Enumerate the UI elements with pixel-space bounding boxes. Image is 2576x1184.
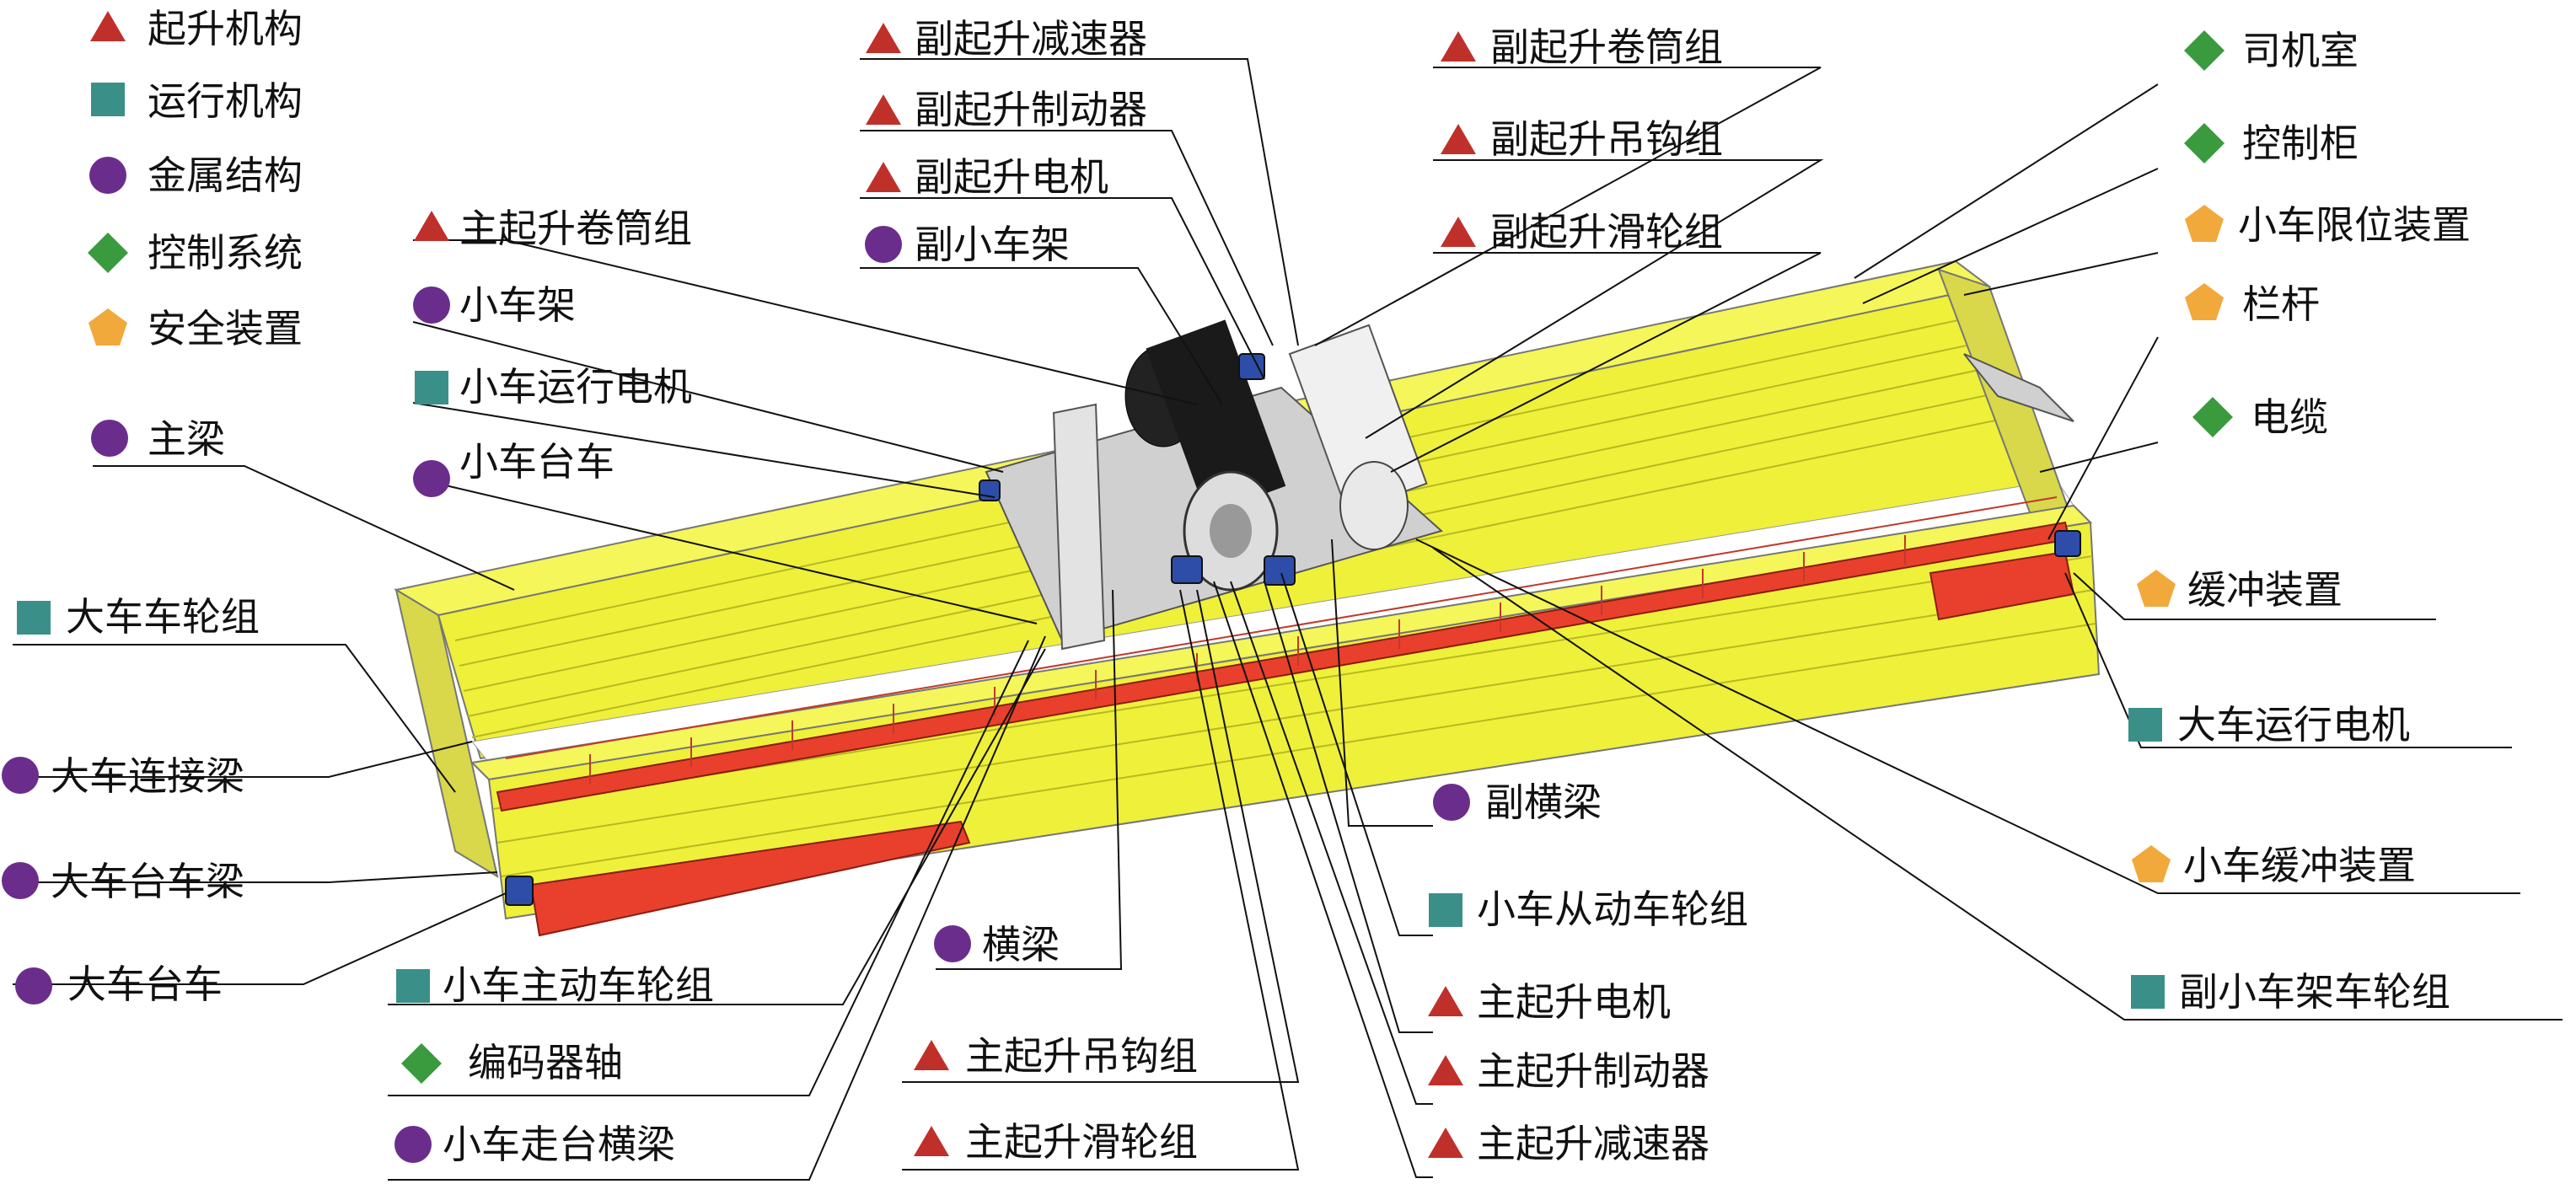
circle-icon bbox=[91, 420, 128, 457]
label-trolley-buffer: 小车缓冲装置 bbox=[2183, 843, 2416, 888]
circle-icon bbox=[89, 157, 126, 194]
pentagon-icon bbox=[2185, 205, 2224, 242]
aux-drum-shape bbox=[1288, 324, 1428, 550]
triangle-icon bbox=[1441, 124, 1476, 154]
triangle-icon bbox=[866, 94, 901, 125]
front-walkway bbox=[529, 820, 971, 937]
label-main-girder: 主梁 bbox=[148, 416, 225, 462]
label-cab: 司机室 bbox=[2242, 28, 2359, 73]
label-control-cabinet: 控制柜 bbox=[2242, 121, 2359, 166]
diamond-icon bbox=[2192, 397, 2233, 437]
triangle-icon bbox=[1441, 217, 1476, 247]
pentagon-icon bbox=[2132, 845, 2171, 882]
label-main-hoist-reducer: 主起升减速器 bbox=[1477, 1121, 1709, 1166]
callouts: 主梁 主起升卷筒组 小车架 小车运行电机 小车台车 大车车轮组 大车连接梁 大车… bbox=[2, 16, 2471, 1167]
label-main-hoist-brake: 主起升制动器 bbox=[1477, 1048, 1709, 1094]
label-crane-travel-motor: 大车运行电机 bbox=[2177, 702, 2410, 747]
label-trolley-bogie: 小车台车 bbox=[459, 439, 614, 485]
square-icon bbox=[17, 601, 51, 635]
pentagon-icon bbox=[89, 308, 127, 346]
label-trolley-driven-wheel: 小车从动车轮组 bbox=[1477, 887, 1748, 932]
triangle-icon bbox=[914, 1126, 949, 1156]
triangle-icon bbox=[866, 23, 901, 53]
triangle-icon bbox=[1441, 31, 1476, 62]
label-trolley-frame: 小车架 bbox=[459, 282, 576, 328]
label-aux-hoist-drum: 副起升卷筒组 bbox=[1490, 24, 1723, 70]
triangle-icon bbox=[90, 11, 126, 41]
label-cable: 电缆 bbox=[2251, 394, 2328, 440]
legend-item-safety: 安全装置 bbox=[89, 306, 303, 351]
label-main-hook: 主起升吊钩组 bbox=[965, 1033, 1198, 1079]
label-crane-connect-beam: 大车连接梁 bbox=[51, 753, 244, 799]
label-aux-trolley-wheel: 副小车架车轮组 bbox=[2179, 969, 2450, 1015]
trolley-cross-beam-shape bbox=[1052, 403, 1106, 651]
legend: 起升机构 运行机构 金属结构 控制系统 安全装置 bbox=[88, 6, 303, 351]
label-aux-hoist-reducer: 副起升减速器 bbox=[915, 16, 1147, 62]
square-icon bbox=[91, 83, 125, 116]
legend-label: 控制系统 bbox=[148, 230, 303, 276]
legend-item-control: 控制系统 bbox=[88, 230, 303, 276]
diamond-icon bbox=[401, 1043, 442, 1084]
label-aux-hook: 副起升吊钩组 bbox=[1490, 116, 1723, 162]
label-trolley-limit: 小车限位装置 bbox=[2238, 202, 2471, 248]
legend-label: 金属结构 bbox=[148, 153, 303, 198]
legend-item-metal: 金属结构 bbox=[89, 153, 303, 198]
label-cross-beam: 横梁 bbox=[982, 922, 1060, 967]
triangle-icon bbox=[414, 211, 449, 241]
circle-icon bbox=[865, 226, 902, 263]
diamond-icon bbox=[2184, 123, 2224, 163]
circle-icon bbox=[413, 287, 450, 324]
label-trolley-drive-wheel: 小车主动车轮组 bbox=[443, 962, 714, 1008]
pentagon-icon bbox=[2137, 570, 2176, 607]
label-aux-hoist-brake: 副起升制动器 bbox=[915, 87, 1147, 132]
label-buffer: 缓冲装置 bbox=[2187, 567, 2343, 613]
label-encoder-shaft: 编码器轴 bbox=[468, 1040, 623, 1085]
square-icon bbox=[1429, 893, 1462, 927]
front-girder-face bbox=[487, 521, 2101, 920]
legend-label: 起升机构 bbox=[148, 6, 303, 51]
circle-icon bbox=[2, 862, 39, 899]
diamond-icon bbox=[2184, 30, 2224, 71]
circle-icon bbox=[934, 925, 971, 962]
square-icon bbox=[415, 371, 448, 404]
triangle-icon bbox=[1428, 986, 1463, 1016]
label-aux-pulley: 副起升滑轮组 bbox=[1490, 209, 1723, 254]
circle-icon bbox=[394, 1126, 432, 1163]
triangle-icon bbox=[1428, 1055, 1463, 1085]
label-trolley-walkway-beam: 小车走台横梁 bbox=[443, 1122, 675, 1167]
main-drum-shape bbox=[1124, 319, 1286, 592]
circle-icon bbox=[15, 967, 52, 1005]
triangle-icon bbox=[866, 162, 901, 192]
square-icon bbox=[396, 969, 430, 1003]
label-main-hoist-motor: 主起升电机 bbox=[1477, 979, 1671, 1025]
triangle-icon bbox=[1428, 1128, 1463, 1158]
railing-posts bbox=[505, 496, 2058, 784]
triangle-icon bbox=[914, 1040, 949, 1070]
label-railing: 栏杆 bbox=[2242, 281, 2320, 327]
square-icon bbox=[2128, 708, 2162, 742]
crane-illustration bbox=[394, 260, 2101, 937]
label-aux-trolley-frame: 副小车架 bbox=[915, 222, 1070, 267]
square-icon bbox=[2131, 975, 2165, 1009]
legend-label: 运行机构 bbox=[148, 78, 303, 124]
legend-item-travel: 运行机构 bbox=[91, 78, 303, 124]
label-crane-bogie: 大车台车 bbox=[67, 962, 223, 1007]
pentagon-icon bbox=[2185, 283, 2224, 320]
label-main-hoist-drum: 主起升卷筒组 bbox=[459, 206, 692, 251]
label-trolley-travel-motor: 小车运行电机 bbox=[459, 364, 692, 410]
legend-label: 安全装置 bbox=[148, 306, 303, 351]
label-main-pulley: 主起升滑轮组 bbox=[965, 1119, 1198, 1165]
label-crane-bogie-beam: 大车台车梁 bbox=[51, 859, 244, 904]
circle-icon bbox=[413, 460, 450, 497]
right-rail-structure bbox=[1963, 353, 2074, 422]
label-crane-wheel: 大车车轮组 bbox=[66, 594, 260, 640]
circle-icon bbox=[1433, 784, 1470, 821]
legend-item-lifting: 起升机构 bbox=[90, 6, 303, 51]
circle-icon bbox=[2, 757, 39, 794]
label-aux-cross-beam: 副横梁 bbox=[1485, 780, 1602, 825]
diamond-icon bbox=[88, 233, 128, 273]
label-aux-hoist-motor: 副起升电机 bbox=[915, 154, 1108, 200]
left-end-beam bbox=[394, 587, 499, 879]
